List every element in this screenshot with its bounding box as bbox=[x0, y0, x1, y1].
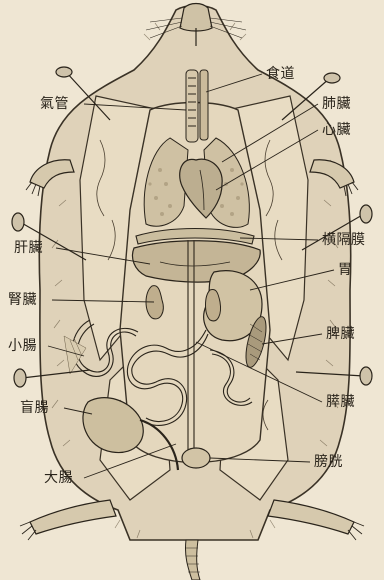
label-small-intestine: 小腸 bbox=[8, 338, 37, 354]
label-large-intestine: 大腸 bbox=[44, 470, 73, 486]
trachea-esophagus bbox=[186, 70, 208, 142]
kidney-right bbox=[206, 290, 221, 321]
label-spleen: 脾臟 bbox=[326, 326, 355, 342]
label-stomach: 胃 bbox=[338, 262, 353, 278]
label-lung: 肺臟 bbox=[322, 96, 351, 112]
label-cecum: 盲腸 bbox=[20, 400, 49, 416]
label-bladder: 膀胱 bbox=[314, 454, 343, 470]
label-diaphragm: 横隔膜 bbox=[322, 232, 366, 248]
bladder bbox=[182, 448, 210, 468]
label-heart: 心臟 bbox=[322, 122, 351, 138]
label-liver: 肝臟 bbox=[14, 240, 43, 256]
label-esophagus: 食道 bbox=[266, 66, 295, 82]
label-trachea: 氣管 bbox=[40, 96, 69, 112]
label-kidney: 腎臟 bbox=[8, 292, 37, 308]
label-pancreas: 膵臟 bbox=[326, 394, 355, 410]
